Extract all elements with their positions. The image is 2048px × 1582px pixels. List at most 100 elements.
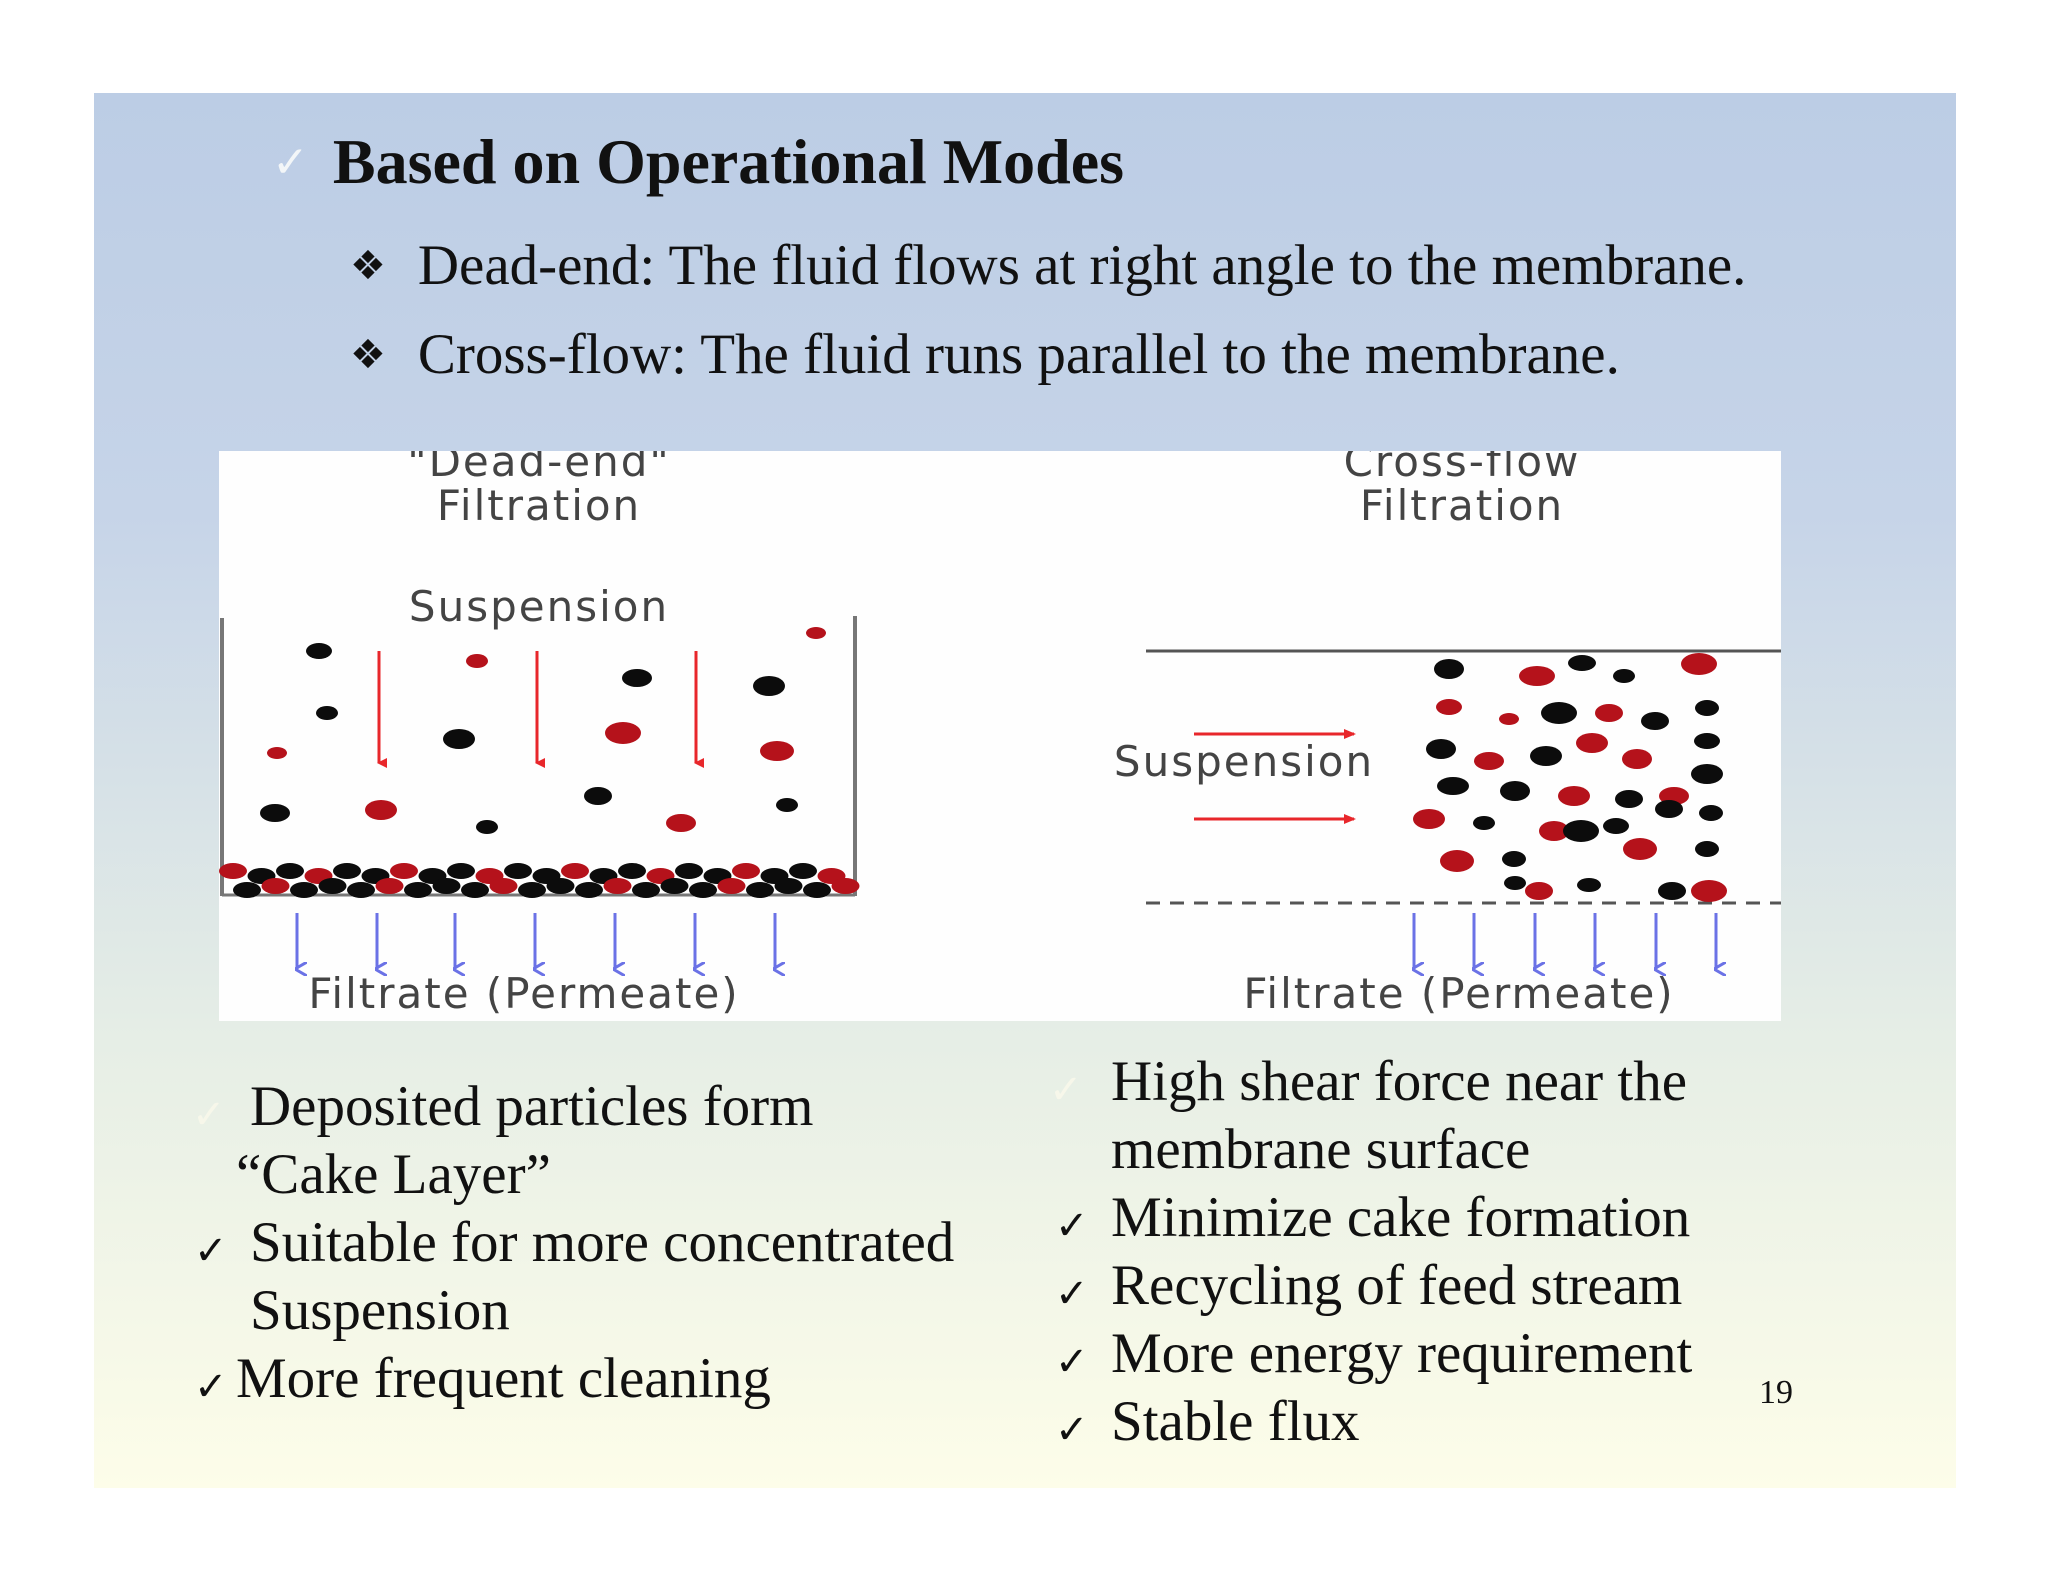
list-item: ✓ Deposited particles form “Cake Layer” xyxy=(192,1073,1134,1209)
check-icon: ✓ xyxy=(1049,1067,1083,1113)
black-particle xyxy=(753,676,785,696)
black-particle xyxy=(333,863,361,879)
red-particle xyxy=(390,863,418,879)
red-particle xyxy=(1436,699,1462,715)
red-particle xyxy=(261,878,290,894)
diamond-bullet-icon: ❖ xyxy=(350,242,386,289)
black-particle xyxy=(746,882,774,898)
list-item: ✓ Recycling of feed stream xyxy=(1055,1252,1795,1320)
black-particle xyxy=(632,882,660,898)
list-item: ✓ Stable flux xyxy=(1055,1388,1795,1456)
black-particle xyxy=(476,820,498,834)
check-icon: ✓ xyxy=(272,136,309,188)
black-particle xyxy=(443,729,475,749)
dead-end-suspension-label: Suspension xyxy=(409,582,669,631)
black-particle xyxy=(1613,669,1635,683)
red-particle xyxy=(1623,838,1657,860)
black-particle xyxy=(316,706,338,720)
check-icon: ✓ xyxy=(192,1092,226,1138)
black-particle xyxy=(660,878,689,894)
black-particle xyxy=(1603,818,1629,834)
point-text: Stable flux xyxy=(1111,1390,1360,1453)
heading-row: ✓ Based on Operational Modes xyxy=(272,126,1124,197)
red-particle xyxy=(1539,821,1569,841)
black-particle xyxy=(1694,733,1720,749)
red-particle xyxy=(603,878,632,894)
black-particle xyxy=(461,882,489,898)
black-particle xyxy=(1655,800,1683,818)
red-particle xyxy=(489,878,518,894)
red-particle xyxy=(1525,882,1553,900)
red-particle xyxy=(1576,733,1608,753)
dead-end-flow-arrows xyxy=(377,651,704,768)
black-particle xyxy=(276,863,304,879)
cake-layer xyxy=(219,863,860,898)
black-particle xyxy=(1502,851,1526,867)
check-icon: ✓ xyxy=(1055,1271,1089,1317)
red-particle xyxy=(219,863,247,879)
check-icon: ✓ xyxy=(194,1228,228,1274)
cross-flow-title-line1: Cross-flow xyxy=(1344,451,1581,486)
bullet-dead-end: ❖ Dead-end: The fluid flows at right ang… xyxy=(350,233,1746,298)
dead-end-filtrate-label: Filtrate (Permeate) xyxy=(308,969,739,1018)
dead-end-title-line1: "Dead-end" xyxy=(407,451,671,486)
red-particle xyxy=(466,654,488,668)
page-number: 19 xyxy=(1759,1374,1793,1411)
red-particle xyxy=(561,863,589,879)
black-particle xyxy=(404,882,432,898)
filtration-diagram-svg: "Dead-end" Filtration Suspension Filtrat… xyxy=(219,451,1781,1018)
black-particle xyxy=(347,882,375,898)
point-text: More frequent cleaning xyxy=(236,1347,771,1410)
black-particle xyxy=(1500,781,1530,801)
red-particle xyxy=(1622,749,1652,769)
red-particle xyxy=(666,814,696,832)
black-particle xyxy=(290,882,318,898)
filtration-diagram: "Dead-end" Filtration Suspension Filtrat… xyxy=(219,451,1781,1021)
red-particle xyxy=(806,627,826,639)
black-particle xyxy=(1658,882,1686,900)
point-text: More energy requirement xyxy=(1111,1322,1693,1385)
bullet-text: Dead-end: The fluid flows at right angle… xyxy=(417,234,1747,297)
check-icon: ✓ xyxy=(194,1364,228,1410)
black-particle xyxy=(1473,816,1495,830)
check-icon: ✓ xyxy=(1055,1339,1089,1385)
black-particle xyxy=(518,882,546,898)
diamond-bullet-icon: ❖ xyxy=(350,331,386,378)
black-particle xyxy=(1691,764,1723,784)
point-text-cont: Suspension xyxy=(250,1279,510,1342)
black-particle xyxy=(260,804,290,822)
bullet-cross-flow: ❖ Cross-flow: The fluid runs parallel to… xyxy=(350,322,1620,387)
black-particle xyxy=(233,882,261,898)
black-particle xyxy=(575,882,603,898)
black-particle xyxy=(1426,739,1456,759)
dead-end-points: ✓ Deposited particles form “Cake Layer” … xyxy=(192,1073,1134,1413)
black-particle xyxy=(776,798,798,812)
dead-end-title-line2: Filtration xyxy=(437,481,641,530)
red-particle xyxy=(1413,809,1445,829)
red-particle xyxy=(1440,850,1474,872)
black-particle xyxy=(1437,777,1469,795)
list-item: ✓ High shear force near the membrane sur… xyxy=(1049,1048,1795,1184)
cross-flow-flow-arrows xyxy=(1194,729,1356,824)
red-particle xyxy=(1595,704,1623,722)
black-particle xyxy=(789,863,817,879)
black-particle xyxy=(1577,878,1601,892)
black-particle xyxy=(1434,659,1464,679)
list-item: ✓ Suitable for more concentrated Suspens… xyxy=(194,1209,1134,1345)
red-particle xyxy=(1681,653,1717,675)
list-item: ✓ Minimize cake formation xyxy=(1055,1184,1795,1252)
cross-flow-particles xyxy=(1413,653,1727,902)
black-particle xyxy=(447,863,475,879)
point-text: Suitable for more concentrated xyxy=(250,1211,955,1274)
point-text-cont: membrane surface xyxy=(1111,1118,1531,1181)
black-particle xyxy=(1695,700,1719,716)
list-item: ✓ More frequent cleaning xyxy=(194,1345,1134,1413)
check-icon: ✓ xyxy=(1055,1407,1089,1453)
point-text-cont: “Cake Layer” xyxy=(236,1143,551,1206)
black-particle xyxy=(584,787,612,805)
cross-flow-title-line2: Filtration xyxy=(1360,481,1564,530)
bullet-text: Cross-flow: The fluid runs parallel to t… xyxy=(417,323,1620,386)
black-particle xyxy=(689,882,717,898)
red-particle xyxy=(831,878,860,894)
red-particle xyxy=(717,878,746,894)
